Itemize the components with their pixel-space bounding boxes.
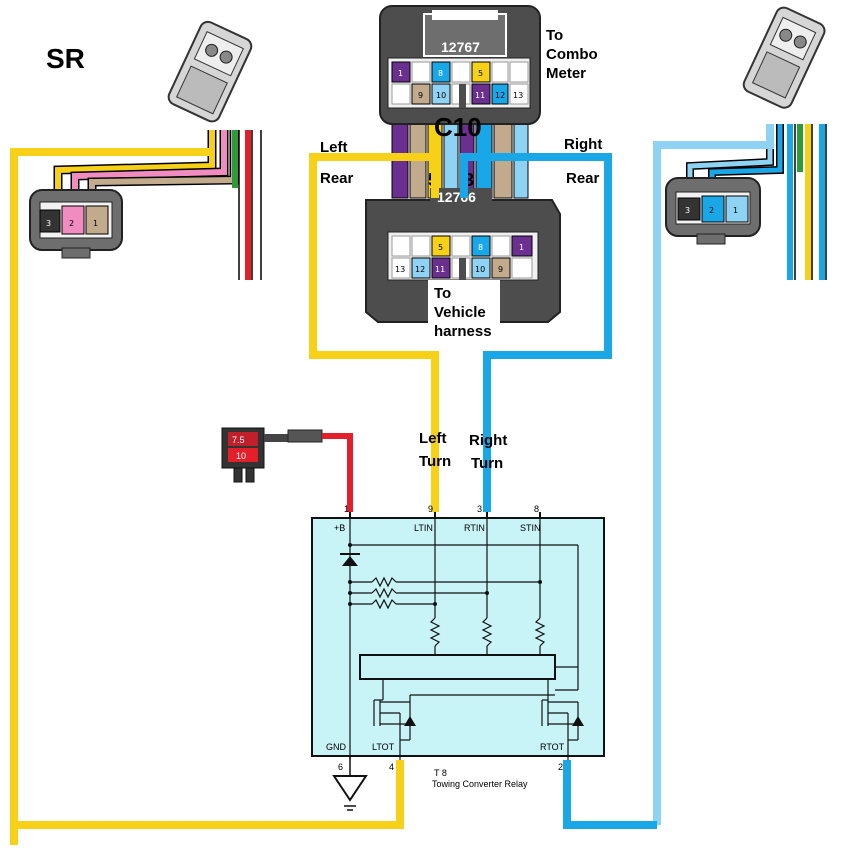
cavity-label: 5 xyxy=(438,243,443,252)
connector-12766: 12766 5 8 1 13 12 11 10 9 xyxy=(365,188,561,323)
cavity-label: 11 xyxy=(475,91,485,100)
relay-name: Towing Converter Relay xyxy=(432,779,528,789)
connector-bottom-id: 12766 xyxy=(437,189,476,205)
fuse-tap: 7.5 10 xyxy=(221,427,323,483)
left-rear-label: Rear xyxy=(320,170,354,187)
relay-pin-name: LTOT xyxy=(372,742,395,752)
left-output-wire xyxy=(10,148,212,845)
connector-top-label: To xyxy=(546,27,563,44)
left-extra-wires xyxy=(232,130,262,280)
right-socket-image xyxy=(742,6,826,109)
relay-pin-name: STIN xyxy=(520,523,541,533)
right-output-wire xyxy=(653,124,774,825)
connector-bottom-label: harness xyxy=(434,323,492,340)
lamp-left-cavity-label: 3 xyxy=(46,219,51,228)
cavity-label: 12 xyxy=(415,265,425,274)
cavity-label: 10 xyxy=(436,91,446,100)
diagram-title: SR xyxy=(46,43,85,74)
right-rear-label: Rear xyxy=(566,170,600,187)
cavity-label: 8 xyxy=(438,69,443,78)
connector-top-label: Meter xyxy=(546,65,586,82)
cavity-label: 8 xyxy=(478,243,483,252)
connector-top-label: Combo xyxy=(546,46,598,63)
relay-code: T 8 xyxy=(434,768,447,778)
relay-pin-number: 3 xyxy=(477,504,482,514)
connector-bottom-label: To xyxy=(434,285,451,302)
lamp-right-cavity-3 xyxy=(677,197,701,221)
cavity-label: 1 xyxy=(398,69,403,78)
connector-12767: 12767 1 8 5 9 10 11 12 13 xyxy=(379,5,541,125)
lamp-left-cavity-1 xyxy=(85,205,109,235)
relay-pin-name: RTIN xyxy=(464,523,485,533)
relay-pin-number: 8 xyxy=(534,504,539,514)
cavity-label: 11 xyxy=(435,265,445,274)
relay-pin-number: 4 xyxy=(389,762,394,772)
relay-pin-name: GND xyxy=(326,742,347,752)
right-output-wire-bottom xyxy=(563,760,657,829)
cavity-label: 9 xyxy=(418,91,423,100)
lamp-left-cavity-label: 2 xyxy=(69,219,74,228)
connector-top-id: 12767 xyxy=(441,39,480,55)
cavity-label: 9 xyxy=(498,265,503,274)
left-turn-tap-wire xyxy=(309,153,439,512)
relay-pin-name: RTOT xyxy=(540,742,565,752)
lamp-right-cavity-1 xyxy=(725,195,749,223)
pin-label-right: 3 xyxy=(464,170,474,190)
lamp-right-cavity-label: 1 xyxy=(733,206,738,215)
connector-code: C10 xyxy=(434,112,482,142)
lamp-right-cavity-label: 2 xyxy=(709,206,714,215)
relay-pin-name: +B xyxy=(334,523,345,533)
fuse-rating-top: 7.5 xyxy=(232,435,245,445)
lamp-left-cavity-2 xyxy=(61,205,85,235)
cavity-label: 1 xyxy=(519,243,524,252)
power-feed-wire xyxy=(322,433,353,512)
relay-pin-number: 2 xyxy=(558,762,563,772)
right-turn-label: Turn xyxy=(471,455,503,472)
relay-pin-number: 9 xyxy=(428,504,433,514)
cavity-label: 13 xyxy=(395,265,405,274)
lamp-left-cavity-label: 1 xyxy=(93,219,98,228)
left-turn-label: Turn xyxy=(419,453,451,470)
relay-pin-number: 6 xyxy=(338,762,343,772)
cavity-label: 12 xyxy=(495,91,505,100)
left-turn-label: Left xyxy=(419,430,447,447)
right-turn-tap-wire xyxy=(460,153,612,512)
lamp-left-cavity-3 xyxy=(39,209,61,233)
left-output-wire-bottom xyxy=(10,760,404,829)
cavity-label: 5 xyxy=(478,69,483,78)
lamp-right-cavity-label: 3 xyxy=(685,206,690,215)
connector-bottom-label: Vehicle xyxy=(434,304,486,321)
towing-converter-relay: 1 9 3 8 +B LTIN RTIN STIN xyxy=(311,504,605,772)
cavity-label: 13 xyxy=(513,91,523,100)
right-rear-label: Right xyxy=(564,136,602,153)
right-rear-lamp-connector: 3 2 1 xyxy=(665,124,784,245)
relay-pin-number: 1 xyxy=(344,504,349,514)
left-rear-label: Left xyxy=(320,139,348,156)
left-rear-lamp-connector: 3 2 1 xyxy=(29,130,239,259)
right-turn-label: Right xyxy=(469,432,507,449)
relay-pin-name: LTIN xyxy=(414,523,433,533)
left-socket-image xyxy=(167,20,253,123)
lamp-right-cavity-2 xyxy=(701,195,725,223)
right-extra-wires xyxy=(787,124,827,280)
fuse-rating-bottom: 10 xyxy=(236,451,246,461)
cavity-label: 10 xyxy=(475,265,485,274)
ground-icon xyxy=(332,756,368,811)
